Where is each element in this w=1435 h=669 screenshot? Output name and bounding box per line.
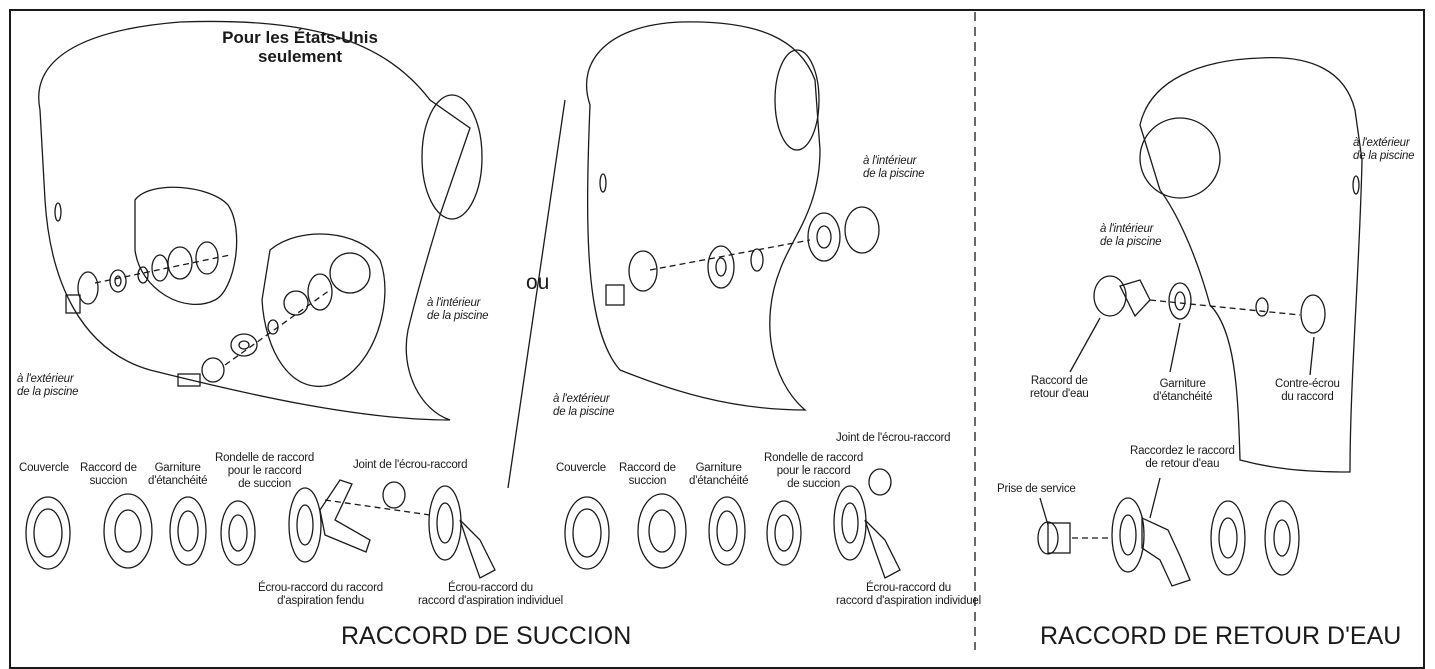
wall1-parts: [65, 241, 371, 387]
label-cover-middle: Couvercle: [556, 462, 606, 474]
us-only-line1: Pour les États-Unis: [222, 28, 378, 47]
pool-wall-left: [38, 20, 483, 421]
suction-parts-row-middle: [564, 468, 901, 579]
or-label: ou: [526, 271, 550, 294]
us-only-note: Pour les États-Unis seulement: [215, 28, 385, 66]
title-return: RACCORD DE RETOUR D'EAU: [1040, 622, 1402, 650]
pool-wall-middle: [585, 21, 880, 411]
variant-separator: [507, 99, 566, 489]
pool-wall-right: [1069, 56, 1363, 473]
label-nut-oring-middle: Joint de l'écrou-raccord: [836, 432, 951, 444]
suction-parts-row-left: [25, 479, 496, 579]
label-nut-oring-left: Joint de l'écrou-raccord: [353, 459, 468, 471]
label-cover-left: Couvercle: [19, 462, 69, 474]
installation-diagram: [25, 12, 1363, 650]
us-only-line2: seulement: [257, 47, 343, 66]
title-suction: RACCORD DE SUCCION: [341, 622, 632, 650]
label-service-plug: Prise de service: [997, 483, 1076, 495]
return-parts-row: [1037, 477, 1300, 587]
